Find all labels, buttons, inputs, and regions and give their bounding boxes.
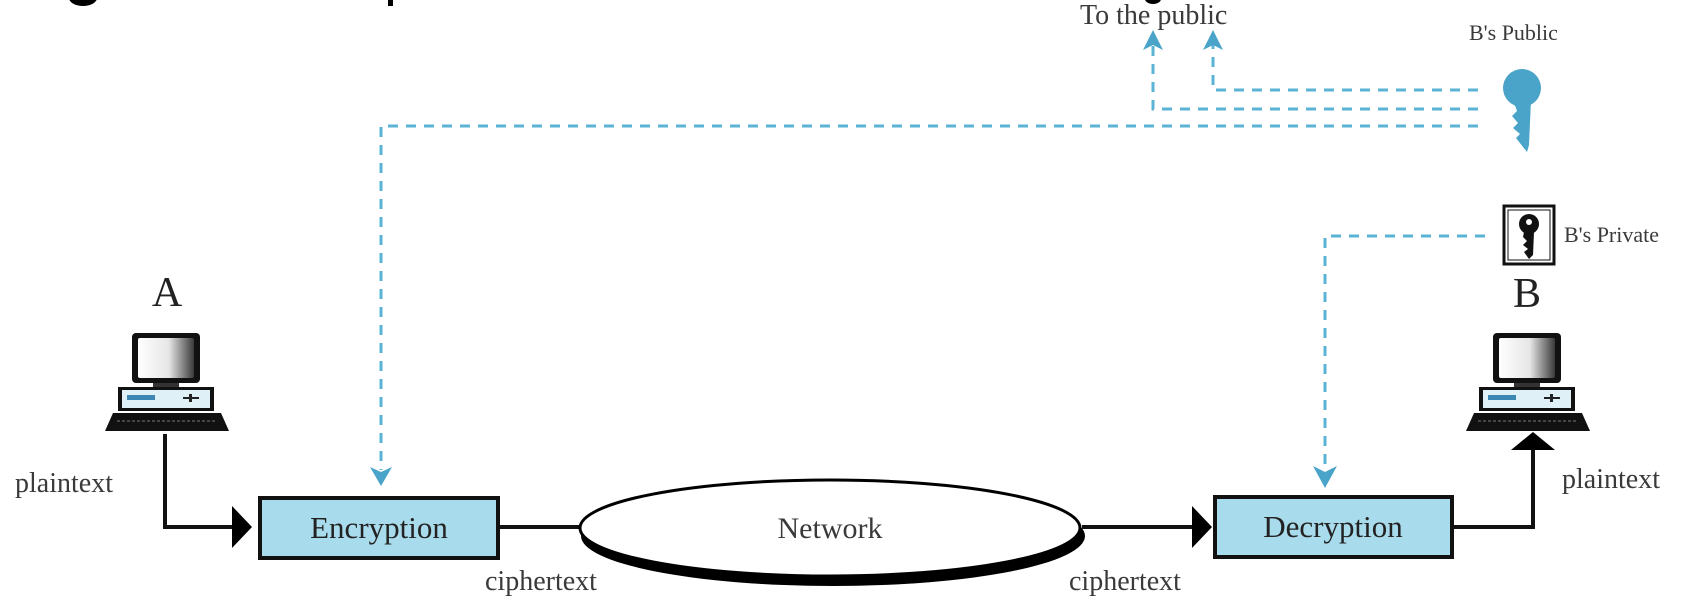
dashed-line-to-public-1 [1211,42,1478,92]
computer-b-icon [1466,332,1590,432]
ciphertext-left-label: ciphertext [485,566,597,597]
dashed-line-to-encryption [379,124,1478,470]
network-ellipse: Network [578,478,1085,586]
public-key-distribution-lines [379,42,1485,470]
dashed-line-to-public-2 [1151,42,1478,111]
arrow-up-icon [1143,30,1163,50]
decryption-box: Decryption [1213,495,1454,559]
plaintext-b-connector [1452,448,1535,529]
arrow-down-icon [1313,466,1337,488]
arrow-up-icon [1203,30,1223,50]
heading-descender-y [1145,0,1161,4]
node-a-label: A [152,270,183,316]
arrow-right-icon [232,506,252,548]
computer-a-icon [105,332,229,432]
bs-public-label: B's Public [1469,20,1558,45]
encryption-label: Encryption [310,510,448,545]
private-key-icon [1502,204,1556,266]
node-b-label: B [1513,271,1541,317]
blue-arrowheads [370,30,1337,488]
arrow-down-icon [370,467,392,486]
dashed-line-private-to-decryption [1323,234,1485,470]
arrow-up-icon [1511,432,1555,450]
heading-descender-p [388,0,393,6]
plaintext-a-connector [163,434,234,529]
network-label: Network [778,512,883,545]
arrow-right-icon [1192,506,1212,548]
public-key-icon [1503,69,1541,152]
bs-private-label: B's Private [1564,222,1659,247]
ciphertext-right-label: ciphertext [1069,566,1181,597]
decryption-label: Decryption [1263,509,1403,544]
heading-fragment [69,0,1161,6]
encryption-box: Encryption [258,496,500,560]
plaintext-b-label: plaintext [1562,464,1660,495]
plaintext-a-label: plaintext [15,468,113,499]
to-the-public-label: To the public [1080,0,1227,31]
heading-descender-g [69,0,97,6]
